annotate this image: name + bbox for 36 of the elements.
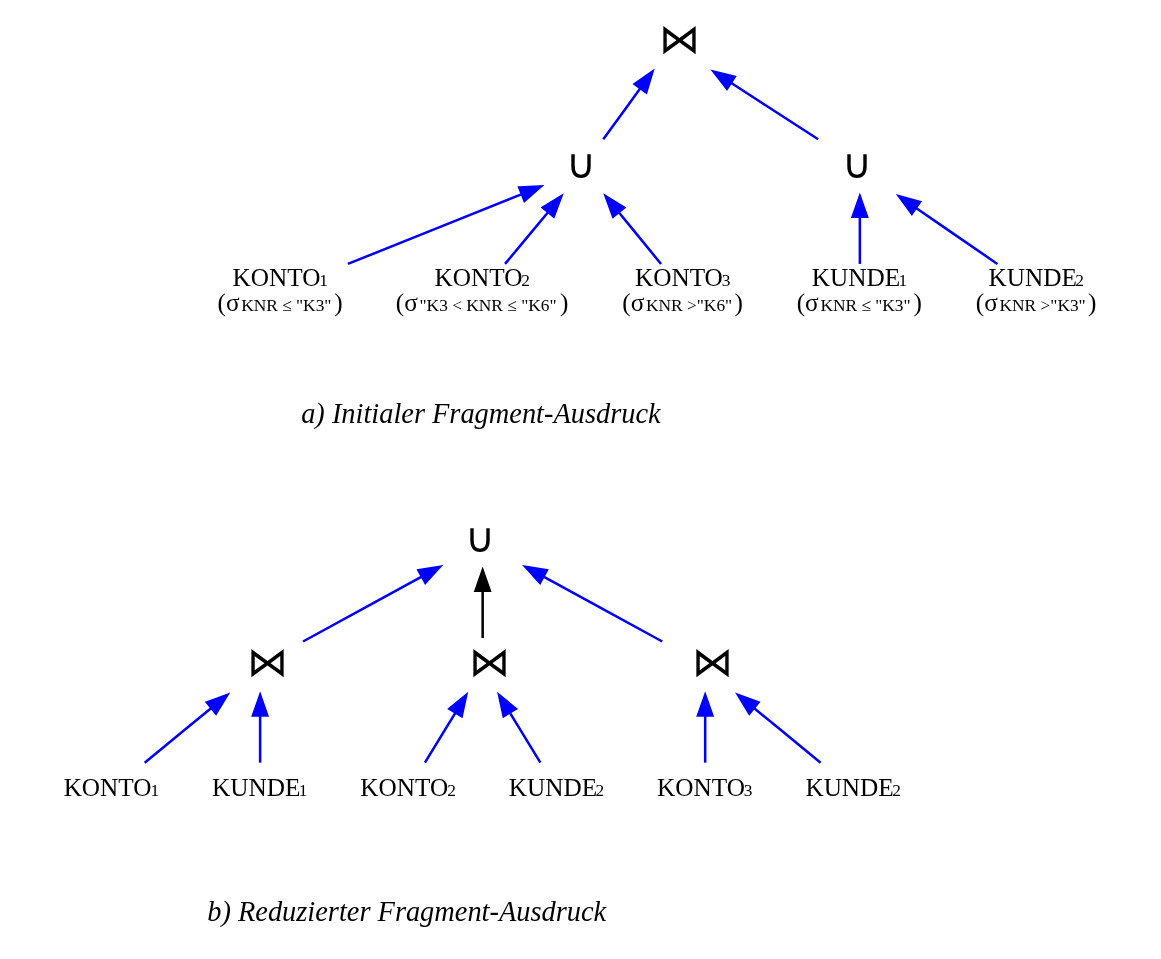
arrow <box>710 69 819 141</box>
node-text: KONTO1 (σKNR ≤ "K3") <box>217 262 343 317</box>
node-text: ⋈ <box>246 639 288 686</box>
label: b) Reduzierter Fragment-Ausdruck <box>207 896 607 928</box>
arrow <box>603 193 662 265</box>
arrow <box>251 691 270 763</box>
node-text: KUNDE2 <box>805 772 901 801</box>
node-text: KONTO2 (σ"K3 < KNR ≤ "K6") <box>395 262 569 317</box>
arrow <box>497 691 542 764</box>
arrow <box>143 692 231 764</box>
arrow <box>423 691 469 764</box>
node-text: ⋈ <box>691 639 733 686</box>
node-text: KONTO1 <box>63 772 160 801</box>
arrow <box>696 691 715 763</box>
node-text: ∪ <box>566 140 597 187</box>
node-text: KUNDE1 (σKNR ≤ "K3") <box>796 262 922 317</box>
node-text: ∪ <box>842 140 873 187</box>
arrow <box>504 193 564 265</box>
node-text: KUNDE2 (σKNR >"K3") <box>975 262 1097 317</box>
arrow <box>895 194 999 265</box>
arrow <box>850 192 869 264</box>
arrow <box>302 564 444 643</box>
node-text: KONTO3 (σKNR >"K6") <box>622 262 743 317</box>
label: a) Initialer Fragment-Ausdruck <box>301 397 661 429</box>
node-text: KONTO3 <box>657 772 753 801</box>
arrow <box>602 68 655 140</box>
node-text: ∪ <box>465 514 496 561</box>
arrow <box>473 566 492 638</box>
node-text: ⋈ <box>658 16 700 63</box>
arrow <box>735 692 822 764</box>
node-text: KUNDE1 <box>211 772 308 801</box>
node-text: KUNDE2 <box>508 772 605 801</box>
node-text: ⋈ <box>469 639 511 686</box>
node-text: KONTO2 <box>360 772 456 801</box>
arrow <box>347 185 545 266</box>
arrow <box>522 564 663 643</box>
